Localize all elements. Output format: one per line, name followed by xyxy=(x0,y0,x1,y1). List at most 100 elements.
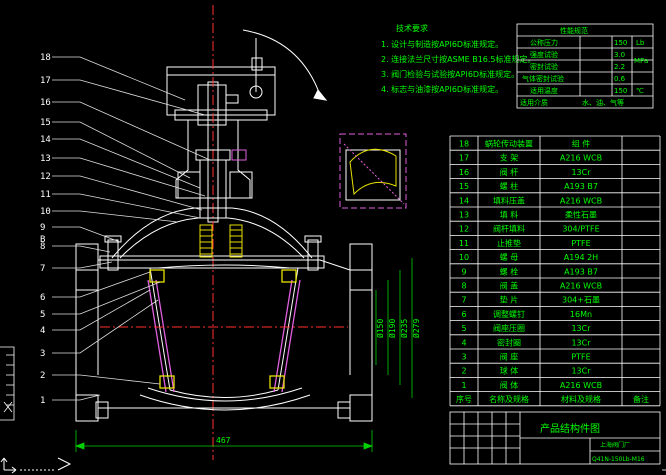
parts-row-name: 球 体 xyxy=(500,366,519,376)
parts-row-no: 11 xyxy=(459,239,469,248)
parts-row-material: A216 WCB xyxy=(560,154,602,163)
parts-row-no: 10 xyxy=(459,253,469,262)
label-16: 16 xyxy=(40,98,51,108)
parts-row-name: 填料压盖 xyxy=(493,195,525,205)
title-block-code: Q41N-150Lb-M16 xyxy=(592,456,645,463)
parts-row-material: A193 B7 xyxy=(564,182,598,191)
label-11: 11 xyxy=(40,190,51,200)
parts-row-material: A194 2H xyxy=(564,253,598,262)
label-9: 9 xyxy=(40,223,45,233)
label-B-upper: B xyxy=(40,235,45,245)
parts-header-remark: 备注 xyxy=(633,394,649,404)
parts-row-no: 14 xyxy=(459,196,469,205)
dim-v2: Ø190 xyxy=(387,319,397,338)
dimensions xyxy=(74,258,413,452)
notes-line-4: 4. 标志与油漆按API6D标准规定。 xyxy=(381,84,503,94)
spec-label-4: 适用温度 xyxy=(530,86,558,95)
parts-header-material: 材料及规格 xyxy=(561,394,601,404)
parts-row-material: 304/PTFE xyxy=(562,225,599,234)
spec-value-4: 150 xyxy=(614,87,627,95)
dim-overall-length: 467 xyxy=(216,436,231,445)
label-4: 4 xyxy=(40,326,45,336)
parts-row-name: 阀 座 xyxy=(500,352,519,362)
spec-label-5: 适用介质 xyxy=(520,98,548,107)
parts-row-no: 12 xyxy=(459,225,469,234)
spec-value-0: 150 xyxy=(614,39,627,47)
spec-value-2: 2.2 xyxy=(614,63,625,71)
label-10: 10 xyxy=(40,207,51,217)
label-2: 2 xyxy=(40,371,45,381)
parts-row-no: 18 xyxy=(459,140,469,149)
parts-row-name: 蜗轮传动装置 xyxy=(485,139,533,149)
spec-unit-1: MPa xyxy=(634,57,648,65)
gear-operator xyxy=(166,29,328,121)
parts-row-material: PTFE xyxy=(571,239,590,248)
parts-row-no: 17 xyxy=(459,154,469,163)
notes-title: 技术要求 xyxy=(396,23,428,33)
spec-unit-0: Lb xyxy=(636,39,645,47)
dim-v3: Ø235 xyxy=(399,319,409,338)
spec-label-3: 气体密封试验 xyxy=(522,74,564,83)
spec-table: 性能规范 公称压力 150 Lb 强度试验 3.0 MPa 密封试验 2.2 气… xyxy=(516,23,654,109)
label-17: 17 xyxy=(40,76,51,86)
title-block-org: 上海阀门厂 xyxy=(600,441,630,449)
parts-row-no: 2 xyxy=(461,367,466,376)
title-block: 产品结构件图 Q41N-150Lb-M16 上海阀门厂 xyxy=(449,411,661,465)
parts-row-material: A216 WCB xyxy=(560,381,602,390)
parts-row-name: 螺 母 xyxy=(500,252,519,262)
spec-value-1: 3.0 xyxy=(614,51,625,59)
label-7: 7 xyxy=(40,264,45,274)
parts-row-material: 组 件 xyxy=(572,139,591,149)
parts-row-material: A193 B7 xyxy=(564,267,598,276)
parts-row-name: 阀 杆 xyxy=(500,167,519,177)
label-15: 15 xyxy=(40,118,51,128)
parts-row-material: A216 WCB xyxy=(560,196,602,205)
parts-row-name: 支 架 xyxy=(500,153,519,163)
parts-row-name: 止推垫 xyxy=(497,238,521,248)
parts-row-material: 柔性石墨 xyxy=(565,210,597,220)
parts-row-no: 3 xyxy=(461,353,466,362)
spec-title: 性能规范 xyxy=(560,26,588,35)
ball-valve-assembly xyxy=(75,5,373,460)
parts-row-no: 1 xyxy=(461,381,466,390)
label-13: 13 xyxy=(40,154,51,164)
stem-packing xyxy=(199,149,247,258)
dimension-text: 467 Ø150 Ø190 Ø235 Ø279 xyxy=(216,319,421,445)
parts-row-no: 7 xyxy=(461,296,466,305)
parts-row-material: 13Cr xyxy=(571,338,591,347)
title-block-title: 产品结构件图 xyxy=(540,422,600,435)
parts-row-no: 4 xyxy=(461,338,466,347)
parts-row-no: 8 xyxy=(461,282,466,291)
label-18: 18 xyxy=(40,53,51,63)
technical-notes: 技术要求 1. 设计与制造按API6D标准规定。 2. 连接法兰尺寸按ASME … xyxy=(381,23,536,94)
parts-row-material: A216 WCB xyxy=(560,282,602,291)
label-1: 1 xyxy=(40,396,45,406)
parts-row-name: 螺 柱 xyxy=(500,181,519,191)
parts-row-name: 密封圈 xyxy=(497,337,521,347)
parts-row-name: 阀 盖 xyxy=(500,281,519,291)
notes-line-1: 1. 设计与制造按API6D标准规定。 xyxy=(381,39,503,49)
ucs-icon xyxy=(0,457,72,474)
seat-rings xyxy=(147,269,301,393)
frame-marks xyxy=(0,346,666,471)
parts-row-no: 13 xyxy=(459,211,469,220)
spec-label-2: 密封试验 xyxy=(530,62,558,71)
parts-row-material: 304+石墨 xyxy=(562,296,600,305)
parts-row-name: 填 料 xyxy=(500,210,519,220)
spec-unit-4: ℃ xyxy=(636,87,644,95)
parts-row-name: 阀 体 xyxy=(500,380,519,390)
parts-row-material: 13Cr xyxy=(571,324,591,333)
parts-row-no: 16 xyxy=(459,168,469,177)
parts-row-no: 5 xyxy=(461,324,466,333)
part-labels: 18 17 16 15 14 13 12 11 10 9 8 7 6 5 4 3… xyxy=(40,53,51,406)
label-3: 3 xyxy=(40,349,45,359)
notes-line-2: 2. 连接法兰尺寸按ASME B16.5标准规定。 xyxy=(381,54,536,64)
parts-row-no: 15 xyxy=(459,182,469,191)
spec-label-0: 公称压力 xyxy=(530,38,558,47)
parts-row-material: 13Cr xyxy=(571,168,591,177)
spec-value-5: 水、油、气等 xyxy=(582,98,624,107)
dim-v1: Ø150 xyxy=(375,319,385,338)
parts-row-name: 垫 片 xyxy=(500,295,519,305)
